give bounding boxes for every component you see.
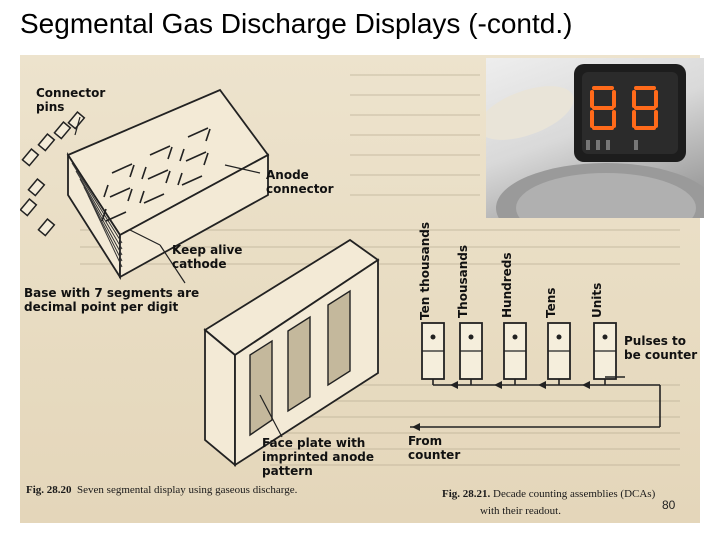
label-face-plate: Face plate with imprinted anode pattern: [262, 436, 375, 478]
counter-wiring: [410, 376, 661, 428]
column-label-units: Units: [590, 282, 604, 318]
caption-fig-28-21-number: Fig. 28.21.: [442, 488, 491, 500]
nixie-display-photo-icon: [486, 64, 704, 218]
tube-indicator-dots: [430, 334, 608, 340]
column-label-ten-thousands: Ten thousands: [418, 221, 432, 320]
label-pulses: Pulses to be counter: [624, 334, 698, 362]
column-label-hundreds: Hundreds: [500, 252, 514, 318]
display-photo: [486, 58, 704, 218]
caption-fig-28-21-text: Decade counting assemblies (DCAs): [493, 488, 656, 500]
caption-fig-28-21-line2: with their readout.: [480, 505, 561, 517]
connector-pins: [20, 111, 86, 237]
label-base-segments: Base with 7 segments are decimal point p…: [24, 286, 200, 314]
caption-fig-28-20-text: Seven segmental display using gaseous di…: [77, 484, 298, 496]
segment-digits: [101, 127, 211, 222]
page-number: 80: [662, 498, 676, 512]
caption-fig-28-21: Fig. 28.21. Decade counting assemblies (…: [442, 488, 655, 500]
caption-fig-28-20-number: Fig. 28.20: [26, 484, 72, 496]
anode-pattern: [249, 289, 351, 437]
label-anode-connector: Anode connector: [266, 168, 334, 196]
caption-fig-28-20: Fig. 28.20 Seven segmental display using…: [26, 484, 297, 496]
slide-title: Segmental Gas Discharge Displays (-contd…: [20, 8, 573, 39]
label-keep-alive-cathode: Keep alive cathode: [172, 243, 243, 271]
left-figure-drawing: [20, 88, 380, 467]
label-from-counter: From counter: [408, 434, 461, 462]
right-figure-drawing: [410, 322, 661, 431]
label-connector-pins: Connector pins: [36, 86, 106, 114]
column-label-thousands: Thousands: [456, 244, 470, 318]
column-label-tens: Tens: [544, 287, 558, 318]
